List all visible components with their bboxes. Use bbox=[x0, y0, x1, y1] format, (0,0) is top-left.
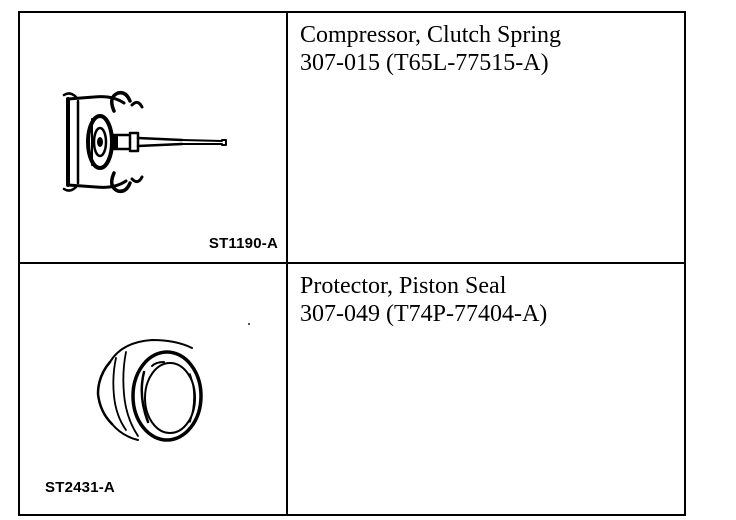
special-tools-table: ST1190-A Compressor, Clutch Spring 307-0… bbox=[18, 11, 686, 516]
clutch-spring-compressor-icon bbox=[62, 90, 227, 194]
tool-description-cell: Protector, Piston Seal 307-049 (T74P-774… bbox=[288, 264, 684, 514]
tool-illustration-cell: ST1190-A bbox=[20, 13, 288, 264]
tool-description-cell: Compressor, Clutch Spring 307-015 (T65L-… bbox=[288, 13, 684, 264]
illustration-code: ST2431-A bbox=[45, 479, 115, 496]
piston-seal-protector-icon bbox=[96, 339, 203, 442]
illustration-code: ST1190-A bbox=[208, 235, 278, 252]
scan-speck bbox=[248, 323, 250, 325]
tool-illustration-cell: ST2431-A bbox=[20, 264, 288, 514]
tool-name: Compressor, Clutch Spring bbox=[300, 22, 562, 48]
tool-part-numbers: 307-015 (T65L-77515-A) bbox=[300, 50, 549, 76]
tool-name: Protector, Piston Seal bbox=[300, 273, 507, 299]
tool-part-numbers: 307-049 (T74P-77404-A) bbox=[300, 301, 548, 327]
